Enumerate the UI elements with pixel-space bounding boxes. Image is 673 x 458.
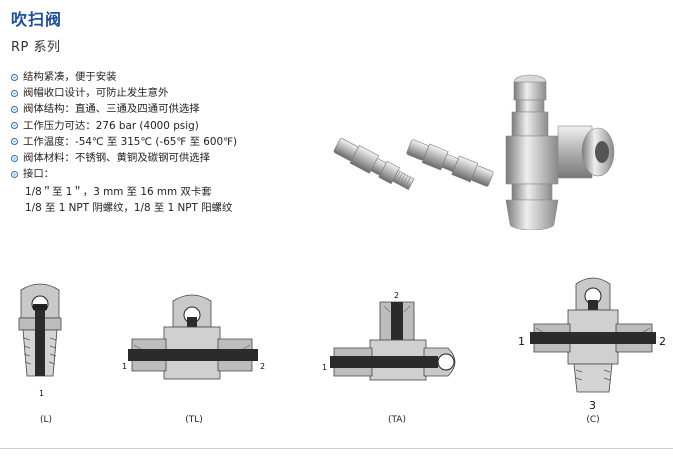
diagram-TA: 2 1 — [322, 291, 456, 381]
port-label-3: 3 — [589, 399, 596, 412]
port-label-1: 1 — [39, 389, 44, 398]
feature-list: 结构紧凑，便于安装 阀帽收口设计，可防止发生意外 阀体结构：直通、三通及四通可供… — [11, 69, 237, 182]
straight-valve-photo-1 — [333, 138, 415, 190]
port-label-2: 2 — [659, 335, 666, 348]
tee-valve-photo — [505, 74, 615, 230]
bullet-icon — [11, 170, 18, 178]
bullet-icon — [11, 89, 18, 97]
bullet-icon — [11, 122, 18, 130]
bottom-divider — [0, 448, 673, 449]
straight-valve-photo-2 — [406, 139, 494, 187]
page-title: 吹扫阀 — [11, 10, 63, 29]
port-label-1: 1 — [122, 362, 127, 371]
caption-C: (C) — [586, 415, 600, 425]
caption-TA: (TA) — [388, 415, 406, 425]
caption-L: (L) — [39, 415, 53, 425]
caption-TL: (TL) — [185, 415, 203, 425]
port-label-1: 1 — [518, 335, 525, 348]
feature-item: 阀帽收口设计，可防止发生意外 — [11, 85, 237, 101]
bullet-icon — [11, 106, 18, 113]
diagram-C: 1 2 3 — [518, 277, 666, 412]
feature-item: 接口： — [11, 166, 237, 182]
bullet-icon — [11, 154, 18, 162]
diagram-TL: 1 2 — [122, 294, 265, 380]
feature-item: 结构紧凑，便于安装 — [11, 69, 237, 85]
port-label-1: 1 — [322, 363, 327, 372]
bullet-icon — [11, 138, 18, 146]
port-label-2: 2 — [394, 291, 399, 300]
series-subtitle: RP 系列 — [11, 40, 61, 55]
connection-spec-thread: 1/8 至 1 NPT 阴螺纹，1/8 至 1 NPT 阳螺纹 — [25, 202, 233, 214]
feature-item: 工作压力可达：276 bar (4000 psig) — [11, 118, 237, 134]
connection-spec-tube: 1/8＂至 1＂，3 mm 至 16 mm 双卡套 — [25, 186, 212, 198]
feature-item: 工作温度：-54℃ 至 315℃ (-65℉ 至 600℉) — [11, 134, 237, 150]
port-label-2: 2 — [260, 362, 265, 371]
bullet-icon — [11, 73, 18, 81]
feature-item: 阀体结构：直通、三通及四通可供选择 — [11, 101, 237, 117]
feature-item: 阀体材料：不锈钢、黄铜及碳钢可供选择 — [11, 150, 237, 166]
diagram-L: 1 — [18, 283, 62, 398]
